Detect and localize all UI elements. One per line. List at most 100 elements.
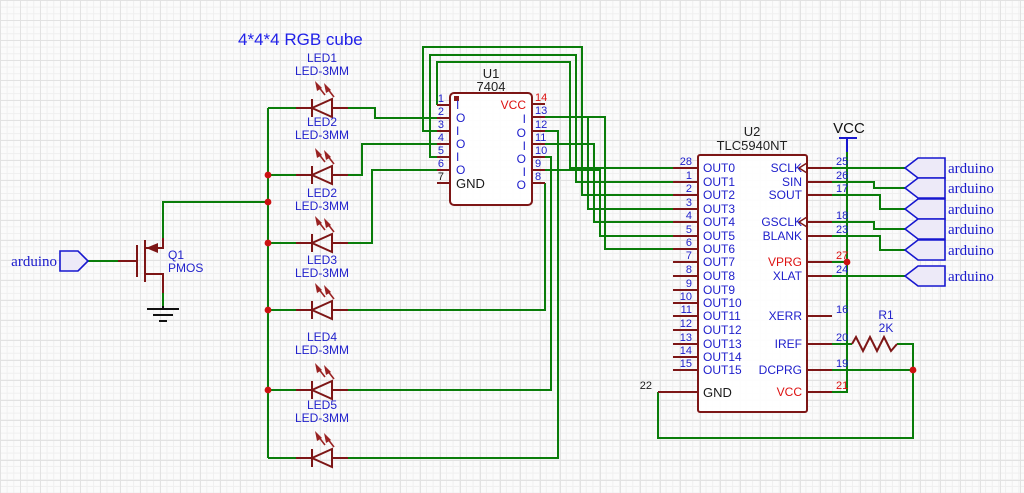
wire-led4-u1pin10[interactable] [348, 156, 552, 391]
net-flag-shape[interactable] [904, 239, 946, 261]
wire-gsclk-port[interactable] [832, 221, 905, 230]
wire-iref-r1[interactable] [832, 343, 914, 370]
wire-led2b-u1pin6[interactable] [348, 169, 437, 244]
net-label-arduino[interactable]: arduino [11, 254, 57, 270]
led-ref[interactable]: LED2 [307, 115, 337, 129]
net-port-arduino-left[interactable]: arduino [11, 250, 90, 272]
u2-pin-label: OUT13 [703, 337, 742, 351]
u1-ref[interactable]: U1 [483, 66, 500, 81]
net-port-arduino-r1[interactable]: arduino [904, 157, 994, 179]
led-3[interactable]: LED2 LED-3MM [295, 186, 349, 253]
led-ref[interactable]: LED4 [307, 330, 337, 344]
led-1[interactable]: LED1 LED-3MM [295, 51, 349, 118]
net-label-arduino[interactable]: arduino [948, 202, 994, 218]
u1-pin-num: 2 [438, 106, 444, 118]
u1-pin-label: O [517, 126, 526, 140]
u1-pin-label: I [523, 112, 526, 126]
wire-u1pin13-u2pin3[interactable] [545, 116, 673, 210]
resistor-value[interactable]: 2K [879, 321, 894, 335]
u2-pin-label: SOUT [769, 188, 803, 202]
led-2[interactable]: LED2 LED-3MM [295, 115, 349, 185]
wire-u1pin9-u2pin5[interactable] [545, 169, 673, 237]
u2-pin-label: OUT7 [703, 255, 735, 269]
net-port-arduino-r4[interactable]: arduino [904, 218, 994, 240]
net-label-arduino[interactable]: arduino [948, 161, 994, 177]
led-symbol[interactable] [295, 80, 349, 118]
net-port-arduino-r6[interactable]: arduino [904, 265, 994, 287]
led-symbol[interactable] [295, 430, 349, 468]
led-symbol[interactable] [295, 215, 349, 253]
led-4[interactable]: LED3 LED-3MM [295, 253, 349, 320]
wire-led-bus-taps[interactable] [268, 107, 296, 459]
led-symbol[interactable] [295, 282, 349, 320]
resistor-ref[interactable]: R1 [878, 308, 894, 322]
vcc-power-flag[interactable]: VCC [833, 120, 865, 152]
u2-pin-num: 17 [836, 183, 848, 195]
net-label-arduino[interactable]: arduino [948, 181, 994, 197]
wire-vcc-rail[interactable] [832, 152, 848, 393]
net-flag-shape[interactable] [59, 250, 90, 272]
wire-u1pin3-u2pin2[interactable] [422, 46, 673, 196]
u2-pin-label: VPRG [768, 255, 802, 269]
junction-dot [264, 171, 272, 179]
resistor-zigzag[interactable] [851, 334, 898, 354]
wire-u2pin6-feed[interactable] [588, 116, 673, 250]
led-ref[interactable]: LED3 [307, 253, 337, 267]
u2-ref[interactable]: U2 [744, 124, 761, 139]
ic-u2[interactable]: U2 TLC5940NT 28 1 2 3 4 5 6 7 8 9 10 11 … [640, 124, 849, 413]
wire-blank-port[interactable] [832, 235, 905, 251]
junction-dot [264, 306, 272, 314]
u2-pin-label: XERR [769, 309, 803, 323]
led-part: LED-3MM [295, 343, 349, 357]
u1-body[interactable] [449, 92, 533, 206]
u1-right-pin-stubs [532, 103, 545, 184]
resistor-r1[interactable]: R1 2K [851, 308, 898, 354]
vcc-label[interactable]: VCC [833, 120, 865, 137]
net-flag-shape[interactable] [904, 198, 946, 220]
net-flag-shape[interactable] [904, 157, 946, 179]
wire-u1pin11-u2pin4[interactable] [545, 143, 673, 223]
wire-sout-port[interactable] [832, 194, 905, 210]
wire-led5-u1pin12[interactable] [348, 130, 559, 459]
u2-pin-num: 25 [836, 156, 848, 168]
net-label-arduino[interactable]: arduino [948, 222, 994, 238]
net-port-arduino-r5[interactable]: arduino [904, 239, 994, 261]
wire-sin-port[interactable] [832, 181, 905, 189]
wire-pmos-bus[interactable] [162, 201, 268, 238]
pmos-arrow [146, 243, 158, 253]
u1-part[interactable]: 7404 [477, 79, 506, 94]
led-ref[interactable]: LED5 [307, 398, 337, 412]
led-5[interactable]: LED4 LED-3MM [295, 330, 349, 400]
u2-body[interactable] [697, 154, 808, 413]
net-label-arduino[interactable]: arduino [948, 269, 994, 285]
net-flag-shape[interactable] [904, 218, 946, 240]
led-ref[interactable]: LED1 [307, 51, 337, 65]
led-ref[interactable]: LED2 [307, 186, 337, 200]
led-6[interactable]: LED5 LED-3MM [295, 398, 349, 468]
wire-led1-u1pin2[interactable] [348, 107, 437, 119]
net-label-arduino[interactable]: arduino [948, 243, 994, 259]
transistor-ref[interactable]: Q1 [168, 248, 184, 262]
u1-pin-label: O [456, 111, 465, 125]
led-symbol[interactable] [295, 147, 349, 185]
led-symbol[interactable] [295, 362, 349, 400]
wire-dcprg-gnd-loop[interactable] [657, 369, 914, 439]
schematic-title[interactable]: 4*4*4 RGB cube [238, 30, 363, 49]
wire-led2-u1pin4[interactable] [348, 143, 437, 176]
u2-pin-label: OUT10 [703, 296, 742, 310]
net-port-arduino-r2[interactable]: arduino [904, 177, 994, 199]
u2-pin-num: 18 [836, 210, 848, 222]
net-flag-shape[interactable] [904, 177, 946, 199]
ground-symbol[interactable] [147, 306, 179, 322]
u2-pin-num: 2 [686, 183, 692, 195]
u2-part[interactable]: TLC5940NT [717, 138, 788, 153]
ic-u1[interactable]: U1 7404 1 2 3 4 5 6 7 I O I O I O GND 14… [437, 66, 547, 206]
u2-pin-label: OUT1 [703, 175, 735, 189]
wire-led3-u1pin8[interactable] [348, 183, 546, 311]
transistor-q1[interactable]: Q1 PMOS [118, 238, 203, 293]
net-flag-shape[interactable] [904, 265, 946, 287]
u2-pin-label: OUT14 [703, 350, 742, 364]
net-port-arduino-r3[interactable]: arduino [904, 198, 994, 220]
wire-u1pin5-u2pin1[interactable] [429, 54, 673, 183]
